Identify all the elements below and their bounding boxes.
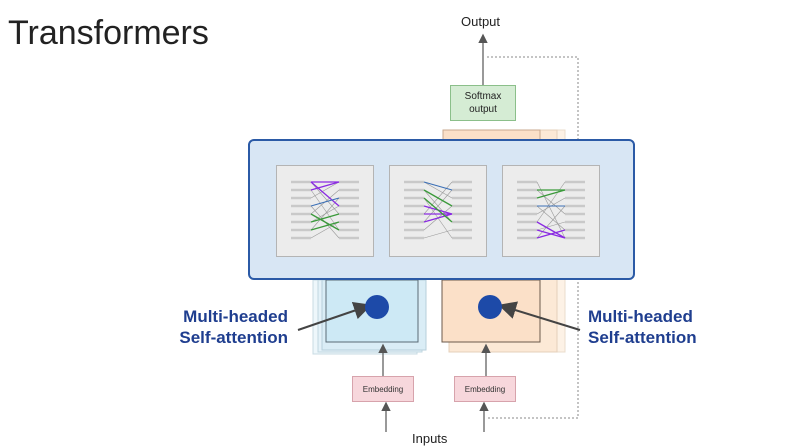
- attention-lines-1: [291, 180, 359, 240]
- callout-arrow-right: [498, 301, 581, 331]
- attention-visualization-frame: [248, 139, 635, 280]
- embedding-box-right: Embedding: [454, 376, 516, 402]
- slide-title: Transformers: [8, 14, 209, 52]
- attention-head-panel-1: [276, 165, 374, 257]
- attention-head-panel-2: [389, 165, 487, 257]
- attention-head-panel-3: [502, 165, 600, 257]
- decoder-attention-dot: [478, 295, 502, 319]
- attention-lines-3: [517, 180, 585, 240]
- softmax-label: Softmax output: [464, 91, 502, 115]
- callout-right: Multi-headed Self-attention: [588, 307, 697, 347]
- inputs-label: Inputs: [412, 431, 448, 446]
- callout-left: Multi-headed Self-attention: [179, 307, 288, 347]
- embedding-box-left: Embedding: [352, 376, 414, 402]
- feedback-dotted-line: [487, 56, 579, 419]
- encoder-attention-dot: [365, 295, 389, 319]
- callout-arrow-left: [297, 302, 372, 331]
- embedding-label-right: Embedding: [464, 385, 506, 394]
- embedding-label-left: Embedding: [362, 385, 404, 394]
- softmax-output-box: Softmax output: [450, 85, 516, 121]
- attention-lines-2: [404, 180, 472, 240]
- output-label: Output: [461, 14, 501, 29]
